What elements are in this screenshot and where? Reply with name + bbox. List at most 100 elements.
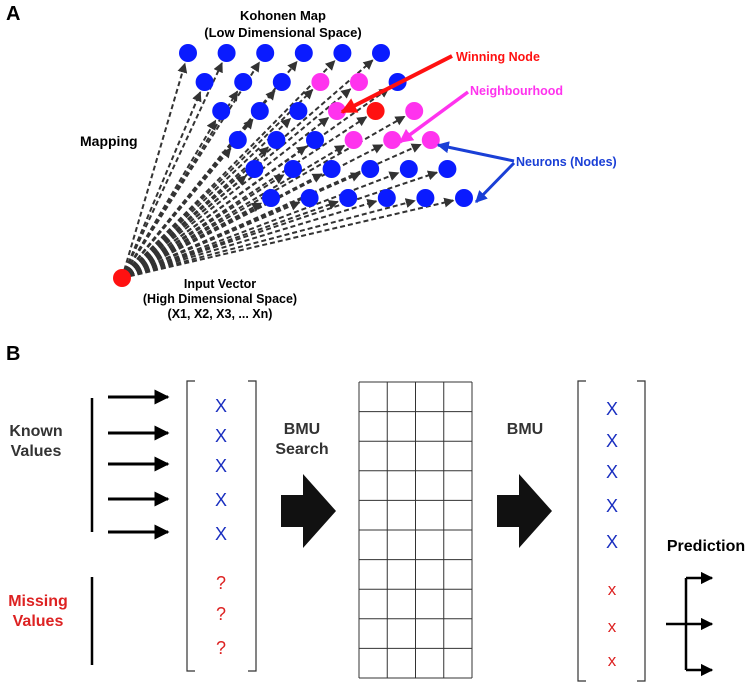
som-node [250, 102, 269, 120]
output-vector-entry: X [606, 431, 618, 451]
mapping-arrow [121, 61, 261, 279]
som-node [333, 44, 352, 62]
mapping-arrow [121, 62, 188, 279]
input-vector-entry: X [215, 490, 227, 510]
mapping-arrow [121, 117, 292, 279]
som-node [289, 102, 308, 120]
prediction-arrows [666, 571, 714, 677]
input-vector-elements: (X1, X2, X3, ... Xn) [168, 307, 273, 321]
som-node [234, 73, 253, 91]
input-vector-entry: ? [216, 573, 226, 593]
mapping-arrow [121, 91, 202, 279]
som-node [212, 102, 231, 120]
input-vector-entry: X [215, 524, 227, 544]
mapping-arrow [121, 171, 400, 279]
som-node [306, 131, 324, 149]
input-vector-bracket [186, 380, 257, 672]
som-node [294, 44, 313, 62]
mapping-arrow [121, 146, 269, 279]
winning-node-arrow [340, 54, 453, 114]
neighbourhood-node [311, 73, 330, 91]
neurons-arrow-upper [436, 141, 515, 163]
som-node [322, 160, 341, 178]
mapping-arrow [121, 59, 374, 279]
som-node [179, 44, 197, 62]
panel-a-label: A [6, 3, 20, 25]
mapping-label: Mapping [80, 133, 138, 149]
som-node [399, 160, 418, 178]
mapping-arrow [121, 197, 455, 279]
mapping-arrow [121, 119, 217, 279]
som-node [267, 131, 286, 149]
input-vector-entry: X [215, 456, 227, 476]
mapping-arrow [121, 201, 301, 279]
bmu-arrow [497, 474, 552, 548]
output-vector-entry: x [608, 651, 617, 670]
output-vector-entry: X [606, 399, 618, 419]
output-vector-entry: x [608, 617, 617, 636]
output-vector-entry: X [606, 532, 618, 552]
kohonen-map-nodes [179, 44, 473, 207]
som-node [262, 189, 280, 207]
mapping-arrow [121, 116, 330, 279]
bmu-label: BMU [507, 421, 543, 438]
som-node [284, 160, 302, 178]
neighbourhood-arrow [398, 90, 470, 144]
mapping-arrow [121, 199, 378, 279]
known-values-label-2: Values [11, 443, 62, 460]
neighbourhood-label: Neighbourhood [470, 84, 563, 98]
som-node [416, 189, 435, 207]
neurons-arrow-lower [474, 161, 516, 204]
mapping-arrow [121, 199, 339, 279]
kohonen-map-subtitle: (Low Dimensional Space) [204, 25, 361, 40]
mapping-arrow [121, 144, 346, 279]
som-grid [358, 381, 473, 679]
som-node [377, 189, 396, 207]
known-values-label: Known [9, 423, 62, 440]
output-vector-entry: X [606, 462, 618, 482]
som-node [272, 73, 291, 91]
mapping-arrow [121, 198, 416, 279]
som-node [245, 160, 264, 178]
output-vector-entry: x [608, 580, 617, 599]
input-vector-entry: ? [216, 638, 226, 658]
mapping-arrow [121, 145, 307, 279]
som-node [300, 189, 319, 207]
input-vector-subtitle: (High Dimensional Space) [143, 292, 297, 306]
neighbourhood-node [344, 131, 363, 149]
neighbourhood-node [350, 73, 368, 91]
som-node [195, 73, 214, 91]
input-vector-entry: X [215, 426, 227, 446]
neighbourhood-node [405, 102, 424, 120]
som-node [372, 44, 390, 62]
mapping-arrow [121, 202, 263, 279]
som-node [361, 160, 380, 178]
som-node [228, 131, 247, 149]
mapping-arrow [121, 175, 247, 279]
som-node [217, 44, 236, 62]
input-vector-title: Input Vector [184, 277, 256, 291]
input-vector-entry: ? [216, 604, 226, 624]
winning-node [366, 102, 385, 120]
input-vector-node [113, 269, 131, 287]
som-node [256, 44, 275, 62]
known-input-arrows [108, 389, 170, 540]
prediction-label: Prediction [667, 538, 745, 555]
missing-values-label-2: Values [13, 613, 64, 630]
mapping-arrow [121, 173, 323, 279]
input-vector-entry: X [215, 396, 227, 416]
kohonen-map-title: Kohonen Map [240, 8, 326, 23]
bmu-search-label: BMU [284, 421, 320, 438]
mapping-arrow [121, 172, 362, 279]
output-vector-bracket [577, 380, 646, 682]
som-node [339, 189, 358, 207]
neurons-label: Neurons (Nodes) [516, 155, 617, 169]
neighbourhood-node [421, 131, 440, 149]
panel-b-label: B [6, 343, 20, 365]
neighbourhood-node [383, 131, 402, 149]
bmu-search-arrow [281, 474, 336, 548]
som-node [455, 189, 473, 207]
